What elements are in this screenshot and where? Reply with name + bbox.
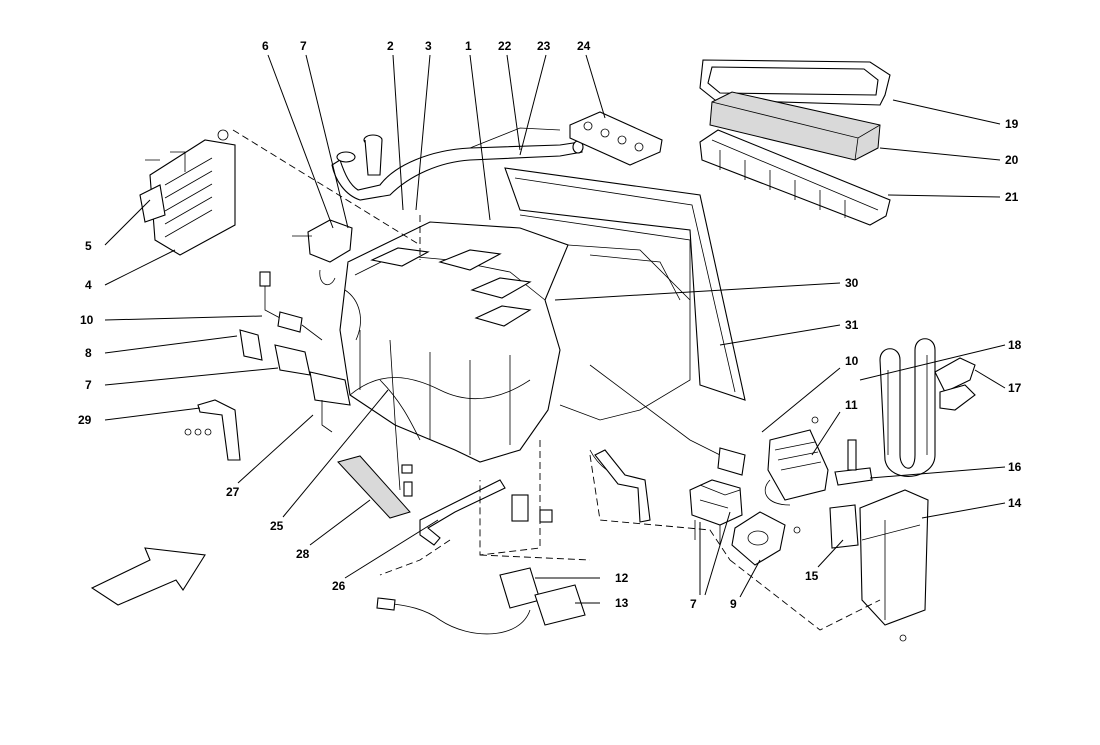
callout-26: 26 bbox=[332, 579, 346, 593]
callout-25: 25 bbox=[270, 519, 284, 533]
callout-7: 7 bbox=[300, 39, 307, 53]
callout-30: 28 bbox=[296, 547, 310, 561]
filter-frame-19 bbox=[699, 59, 891, 106]
callout-24: 24 bbox=[577, 39, 591, 53]
cabin-filter-20 bbox=[709, 91, 881, 161]
callout-20: 20 bbox=[1005, 153, 1019, 167]
callout-22: 22 bbox=[498, 39, 512, 53]
sensor-10-left bbox=[259, 271, 323, 341]
callout-4: 4 bbox=[85, 278, 92, 292]
pipe-15-16 bbox=[879, 338, 976, 477]
sensor-17-18 bbox=[376, 567, 586, 635]
callout-15: 17 bbox=[1008, 381, 1022, 395]
callout-10-right: 10 bbox=[845, 354, 859, 368]
reference-lines bbox=[232, 129, 881, 631]
callout-18: 13 bbox=[615, 596, 629, 610]
callout-6: 6 bbox=[262, 39, 269, 53]
callout-13: 15 bbox=[805, 569, 819, 583]
callout-9: 9 bbox=[730, 597, 737, 611]
callout-labels: 6 7 2 3 1 22 23 24 19 20 21 5 4 10 8 7 2… bbox=[78, 39, 1022, 611]
pipe-assembly bbox=[331, 127, 584, 201]
bracket-24 bbox=[569, 111, 663, 166]
callout-29: 31 bbox=[845, 318, 859, 332]
callout-28: 30 bbox=[845, 276, 859, 290]
callout-1: 1 bbox=[465, 39, 472, 53]
callout-14: 16 bbox=[1008, 460, 1022, 474]
heater-core bbox=[139, 129, 236, 256]
hose-26 bbox=[379, 379, 506, 546]
callout-7-left: 7 bbox=[85, 378, 92, 392]
relay-components bbox=[511, 449, 651, 523]
leader-lines bbox=[104, 54, 1006, 604]
callout-2: 2 bbox=[387, 39, 394, 53]
callout-23: 23 bbox=[537, 39, 551, 53]
callout-19: 19 bbox=[1005, 117, 1019, 131]
callout-10-left: 10 bbox=[80, 313, 94, 327]
actuator-bottom bbox=[689, 479, 801, 566]
callout-12: 14 bbox=[1008, 496, 1022, 510]
filter-tray-21 bbox=[699, 129, 891, 226]
callout-7-bottom: 7 bbox=[690, 597, 697, 611]
arrow-icon bbox=[90, 547, 206, 606]
duct-frame bbox=[504, 167, 746, 401]
callout-16: 18 bbox=[1008, 338, 1022, 352]
callout-11: 11 bbox=[845, 398, 858, 412]
receiver-drier bbox=[829, 439, 873, 549]
callout-21: 21 bbox=[1005, 190, 1019, 204]
callout-3: 3 bbox=[425, 39, 432, 53]
hvac-housing bbox=[339, 221, 691, 463]
callout-27: 29 bbox=[78, 413, 92, 427]
bracket-27 bbox=[184, 399, 241, 461]
callout-31: 27 bbox=[226, 485, 240, 499]
callout-5: 5 bbox=[85, 239, 92, 253]
resistor-assembly bbox=[589, 364, 829, 506]
drier-bracket-12 bbox=[859, 489, 929, 642]
actuator-left bbox=[239, 329, 351, 433]
callout-8: 8 bbox=[85, 346, 92, 360]
callout-17: 12 bbox=[615, 571, 629, 585]
foam-pad-30 bbox=[337, 455, 411, 519]
actuator-top bbox=[292, 219, 353, 286]
